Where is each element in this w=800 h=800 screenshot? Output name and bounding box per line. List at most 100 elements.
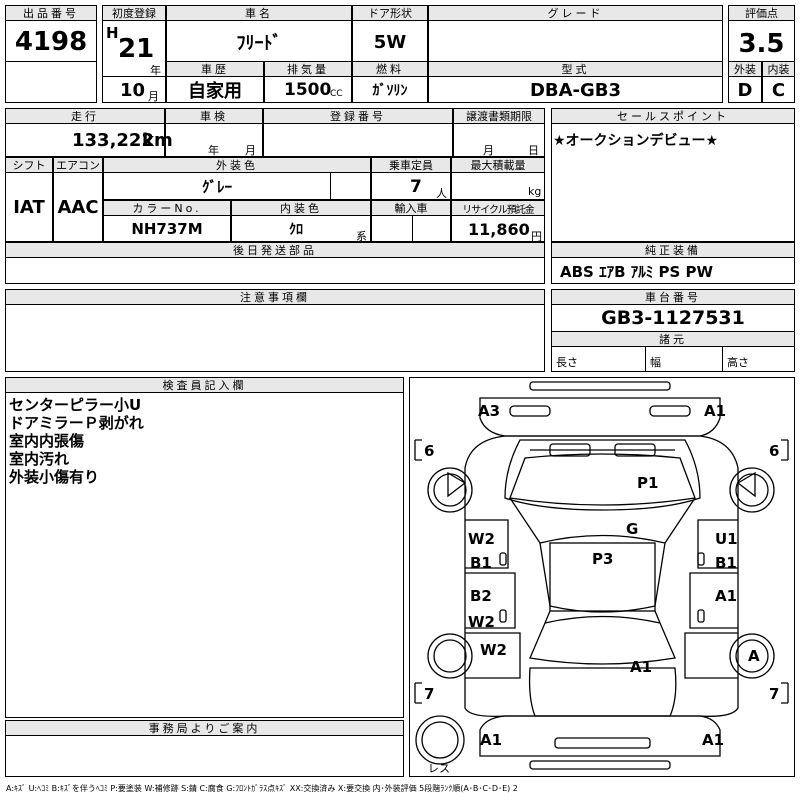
damage-mark: A: [748, 647, 760, 665]
grade: [428, 22, 723, 62]
int-color-label: 内装色: [231, 200, 371, 216]
max-load-unit: kg: [528, 185, 542, 198]
month-unit: 月: [148, 90, 159, 103]
first-reg-label: 初度登録: [102, 5, 166, 21]
insp-year-unit: 年: [208, 144, 219, 157]
lot-no-label: 出品番号: [5, 5, 97, 21]
inspector-line: センターピラー小U: [9, 396, 142, 414]
history: 自家用: [188, 81, 242, 102]
office-label: 事務局よりご案内: [5, 720, 404, 736]
inspector-line: 室内内張傷: [9, 432, 85, 450]
inspector-label: 検査員記入欄: [5, 377, 404, 393]
model-label: 型式: [428, 61, 723, 77]
sales-point-text: ★オークションデビュー★: [553, 133, 719, 149]
side-mark: 7: [424, 685, 434, 703]
shift: IAT: [13, 196, 45, 218]
lot-no: 4198: [14, 27, 88, 57]
width-label: 幅: [650, 356, 661, 369]
displacement-unit: CC: [330, 89, 343, 99]
door-label: ドア形状: [352, 5, 428, 21]
color-no-label: カラーNo.: [103, 200, 231, 216]
mileage: 133,222: [72, 130, 154, 151]
recycle-unit: 円: [531, 230, 542, 243]
damage-mark: W2: [480, 641, 507, 659]
damage-mark: A3: [478, 402, 500, 420]
damage-mark: W2: [468, 530, 495, 548]
capacity-unit: 人: [436, 187, 447, 200]
fuel-label: 燃料: [352, 61, 428, 77]
equipment-text: ABS ｴｱB ｱﾙﾐ PS PW: [560, 263, 714, 281]
length-label: 長さ: [556, 356, 578, 369]
ext-color-label: 外装色: [103, 157, 371, 173]
damage-mark: A1: [715, 587, 737, 605]
transfer-day-unit: 日: [528, 144, 539, 157]
reg-month: 10: [120, 80, 146, 101]
ext-grade: D: [737, 79, 753, 101]
damage-mark: P3: [592, 550, 613, 568]
int-color: ｸﾛ: [289, 221, 303, 238]
fuel: ｶﾞｿﾘﾝ: [372, 83, 408, 99]
side-mark: 6: [769, 442, 779, 460]
notes-label: 注意事項欄: [5, 289, 545, 305]
damage-mark: W2: [468, 613, 495, 631]
damage-mark: P1: [637, 474, 658, 492]
score: 3.5: [738, 29, 785, 59]
damage-mark: U1: [715, 530, 738, 548]
car-name: ﾌﾘｰﾄﾞ: [236, 33, 282, 54]
chassis-label: 車台番号: [551, 289, 795, 305]
damage-mark: B1: [470, 554, 492, 572]
car-name-label: 車名: [166, 5, 352, 21]
capacity: 7: [410, 177, 422, 197]
int-color-unit: 系: [356, 230, 367, 243]
transfer-month-unit: 月: [483, 144, 494, 157]
damage-mark: B1: [715, 554, 737, 572]
damage-mark: A1: [704, 402, 726, 420]
score-label: 評価点: [728, 5, 795, 21]
sales-point-label: セールスポイント: [551, 108, 795, 124]
damage-mark: G: [626, 520, 638, 538]
shift-label: シフト: [5, 157, 53, 173]
ext-grade-label: 外装: [728, 61, 762, 77]
equipment-label: 純正装備: [551, 242, 795, 258]
ac: AAC: [57, 196, 99, 218]
height-label: 高さ: [727, 356, 749, 369]
model: DBA-GB3: [529, 79, 622, 101]
damage-mark: A1: [480, 731, 502, 749]
damage-diagram: A3 A1 P1 G P3 W2 B1 U1 B1 B2 A1 W2 W2 A1…: [409, 377, 795, 777]
transfer-label: 譲渡書類期限: [453, 108, 545, 124]
inspector-line: 室内汚れ: [9, 450, 70, 468]
mileage-label: 走行: [5, 108, 165, 124]
inspector-line: ドアミラーＰ剥がれ: [9, 414, 144, 432]
capacity-label: 乗車定員: [371, 157, 451, 173]
max-load-label: 最大積載量: [451, 157, 545, 173]
damage-mark: A1: [630, 658, 652, 676]
inspection-label: 車検: [165, 108, 263, 124]
import-label: 輸入車: [371, 200, 451, 216]
recycle-fee: 11,860: [468, 220, 530, 239]
displacement: 1500: [284, 80, 332, 100]
door-type: 5W: [373, 31, 407, 53]
side-mark: 7: [769, 685, 779, 703]
recycle-label: リサイクル預託金: [451, 200, 545, 216]
insp-month-unit: 月: [245, 144, 256, 157]
year-unit: 年: [150, 64, 161, 77]
int-grade-label: 内装: [762, 61, 795, 77]
later-parts-label: 後日発送部品: [5, 242, 545, 258]
era: H: [106, 24, 119, 42]
damage-mark: A1: [702, 731, 724, 749]
damage-mark: B2: [470, 587, 492, 605]
color-no: NH737M: [131, 219, 203, 238]
spare-label: レス: [428, 762, 450, 775]
legend: A:ｷｽﾞ U:ﾍｺﾐ B:ｷｽﾞを伴うﾍｺﾐ P:要塗装 W:補修跡 S:錆 …: [6, 784, 518, 793]
ext-color: ｸﾞﾚｰ: [201, 177, 232, 196]
first-reg-box: [102, 20, 166, 103]
inspector-line: 外装小傷有り: [9, 468, 100, 486]
grade-label: グレード: [428, 5, 723, 21]
lot-no-blank: [5, 61, 97, 103]
chassis-number: GB3-1127531: [601, 307, 745, 329]
ac-label: エアコン: [53, 157, 103, 173]
reg-no-label: 登録番号: [263, 108, 453, 124]
int-grade: C: [771, 79, 786, 101]
reg-year: 21: [118, 34, 155, 64]
side-mark: 6: [424, 442, 434, 460]
